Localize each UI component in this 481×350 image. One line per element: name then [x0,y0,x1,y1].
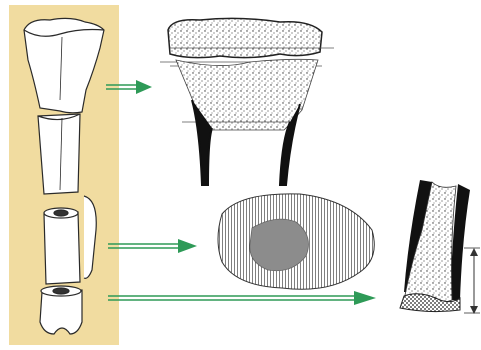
cross-section-icon [218,194,374,289]
arrow-to-sectioned-bone [108,291,376,305]
epiphysis-section-icon [160,18,334,185]
arrow-to-cross-section [108,239,197,253]
marrow-ring [54,210,68,216]
bone-shaft-piece [38,114,80,194]
bone-hollow-piece [44,212,80,284]
marrow-ring-bottom [53,288,69,294]
marrow-cavity [250,219,309,271]
sectioned-bone-icon [400,180,480,314]
